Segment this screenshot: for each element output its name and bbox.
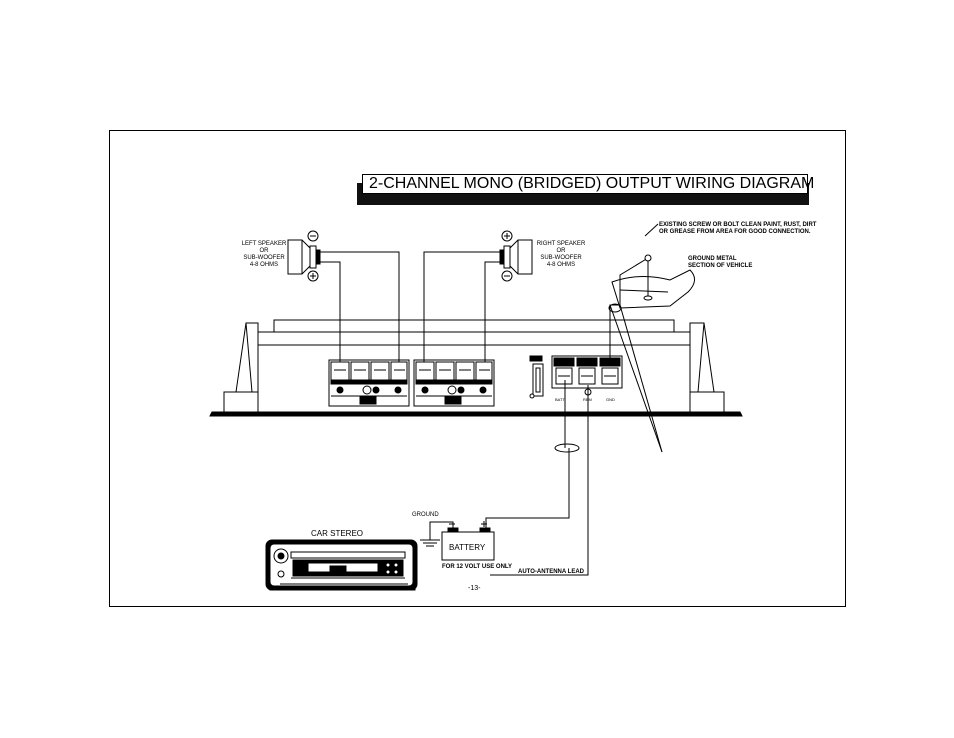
left-speaker-icon (287, 230, 321, 282)
ground-note-line-2: OR GREASE FROM AREA FOR GOOD CONNECTION. (659, 229, 811, 235)
ground-metal-line-1: GROUND METAL (688, 256, 737, 262)
battery-note: FOR 12 VOLT USE ONLY (442, 564, 513, 570)
speaker-terminal-block-left (328, 359, 410, 407)
right-speaker-icon (499, 230, 533, 282)
ground-metal-label: GROUND METAL SECTION OF VEHICLE (688, 256, 752, 270)
left-speaker-line-2: OR (259, 248, 269, 254)
speaker-terminal-block-right (413, 359, 495, 407)
antenna-lead-label: AUTO-ANTENNA LEAD (518, 569, 584, 575)
left-speaker-line-3: SUB-WOOFER (243, 255, 285, 261)
car-stereo-icon (265, 539, 418, 591)
right-speaker-line-2: OR (556, 248, 566, 254)
left-speaker-line-1: LEFT SPEAKER (241, 241, 287, 247)
page-number: -13- (468, 585, 481, 592)
right-speaker-line-4: 4-8 OHMS (546, 262, 576, 268)
battery-label: BATTERY (449, 543, 486, 552)
right-speaker-label: RIGHT SPEAKER OR SUB-WOOFER 4-8 OHMS (530, 241, 592, 269)
ground-label: GROUND (412, 512, 439, 518)
left-speaker-line-4: 4-8 OHMS (249, 262, 279, 268)
page-frame (109, 130, 846, 607)
batt-terminal-label: BATT (555, 397, 565, 402)
gnd-terminal-label: GND (606, 397, 615, 402)
right-speaker-line-1: RIGHT SPEAKER (536, 241, 586, 247)
ground-screw-icon (611, 223, 695, 309)
diagram-title: 2-CHANNEL MONO (BRIDGED) OUTPUT WIRING D… (362, 174, 814, 194)
rem-terminal-label: REM (583, 397, 592, 402)
battery-icon (441, 521, 495, 561)
left-speaker-label: LEFT SPEAKER OR SUB-WOOFER 4-8 OHMS (234, 241, 294, 269)
car-stereo-label: CAR STEREO (311, 529, 364, 538)
wires (320, 251, 663, 576)
ground-note: EXISTING SCREW OR BOLT CLEAN PAINT, RUST… (659, 222, 816, 236)
ground-metal-line-2: SECTION OF VEHICLE (688, 263, 753, 269)
right-speaker-line-3: SUB-WOOFER (540, 255, 582, 261)
ground-note-line-1: EXISTING SCREW OR BOLT CLEAN PAINT, RUST… (659, 222, 817, 228)
